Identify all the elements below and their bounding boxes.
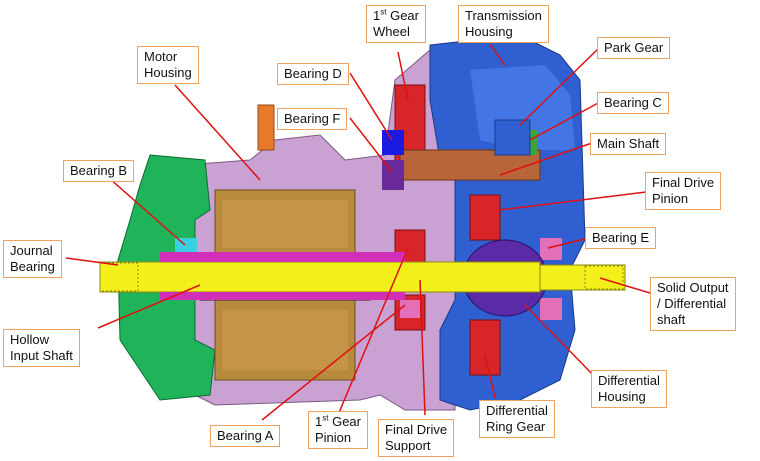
label-hollow-input-shaft: Hollow Input Shaft	[3, 329, 80, 367]
label-bearing-d: Bearing D	[277, 63, 349, 85]
coolant-fitting	[257, 104, 275, 151]
leader-first-gear-wheel	[397, 51, 409, 101]
label-differential-housing: Differential Housing	[591, 370, 667, 408]
label-bearing-b: Bearing B	[63, 160, 135, 182]
leader-journal-bearing	[65, 257, 119, 266]
label-park-gear: Park Gear	[597, 37, 671, 59]
leader-differential-housing	[524, 304, 599, 381]
hollow-input-shaft-shape	[99, 261, 541, 293]
park-gear-shape	[494, 119, 531, 156]
stator-lower-winding	[222, 310, 348, 370]
stator-upper-winding	[222, 200, 348, 248]
leader-final-drive-support	[419, 279, 426, 416]
leader-final-drive-pinion	[499, 191, 647, 211]
leader-main-shaft	[499, 142, 593, 176]
label-differential-ring-gear: Differential Ring Gear	[479, 400, 555, 438]
leader-solid-output-shaft	[599, 277, 651, 294]
bearing-e-lower	[540, 298, 562, 320]
leader-bearing-f	[349, 117, 393, 173]
leader-bearing-a	[261, 304, 406, 421]
leader-bearing-b	[99, 169, 186, 246]
leader-first-gear-pinion	[337, 247, 409, 416]
leader-differential-ring-gear	[484, 354, 496, 399]
label-transmission-housing: Transmission Housing	[458, 5, 549, 43]
rotor-shaft-lower	[160, 292, 405, 300]
label-first-gear-pinion: 1st Gear Pinion	[308, 411, 368, 449]
final-drive-pinion-shape	[469, 194, 501, 241]
output-spline	[584, 265, 624, 290]
leader-transmission-housing	[489, 43, 506, 66]
label-bearing-f: Bearing F	[277, 108, 348, 130]
label-bearing-e: Bearing E	[585, 227, 657, 249]
label-bearing-a: Bearing A	[210, 425, 281, 447]
leader-bearing-c	[529, 101, 601, 141]
leader-hollow-input-shaft	[97, 284, 201, 329]
rotor-shaft	[160, 252, 405, 262]
bearing-f-shape	[382, 160, 404, 190]
bearing-d-shape	[382, 130, 404, 155]
leader-bearing-d	[349, 72, 393, 141]
solid-output-shaft-shape	[539, 264, 626, 291]
leader-park-gear	[519, 46, 601, 126]
label-main-shaft: Main Shaft	[590, 133, 667, 155]
input-spline	[99, 262, 139, 292]
leader-motor-housing	[174, 84, 261, 181]
label-solid-output-shaft: Solid Output / Differential shaft	[650, 277, 736, 331]
label-final-drive-support: Final Drive Support	[378, 419, 455, 457]
label-motor-housing: Motor Housing	[137, 46, 199, 84]
bearing-a-shape	[400, 300, 420, 318]
label-first-gear-wheel: 1st Gear Wheel	[366, 5, 426, 43]
label-bearing-c: Bearing C	[597, 92, 669, 114]
ring-gear-shape	[469, 319, 501, 376]
label-final-drive-pinion: Final Drive Pinion	[645, 172, 722, 210]
label-journal-bearing: Journal Bearing	[3, 240, 62, 278]
bearing-e-shape	[540, 238, 562, 260]
